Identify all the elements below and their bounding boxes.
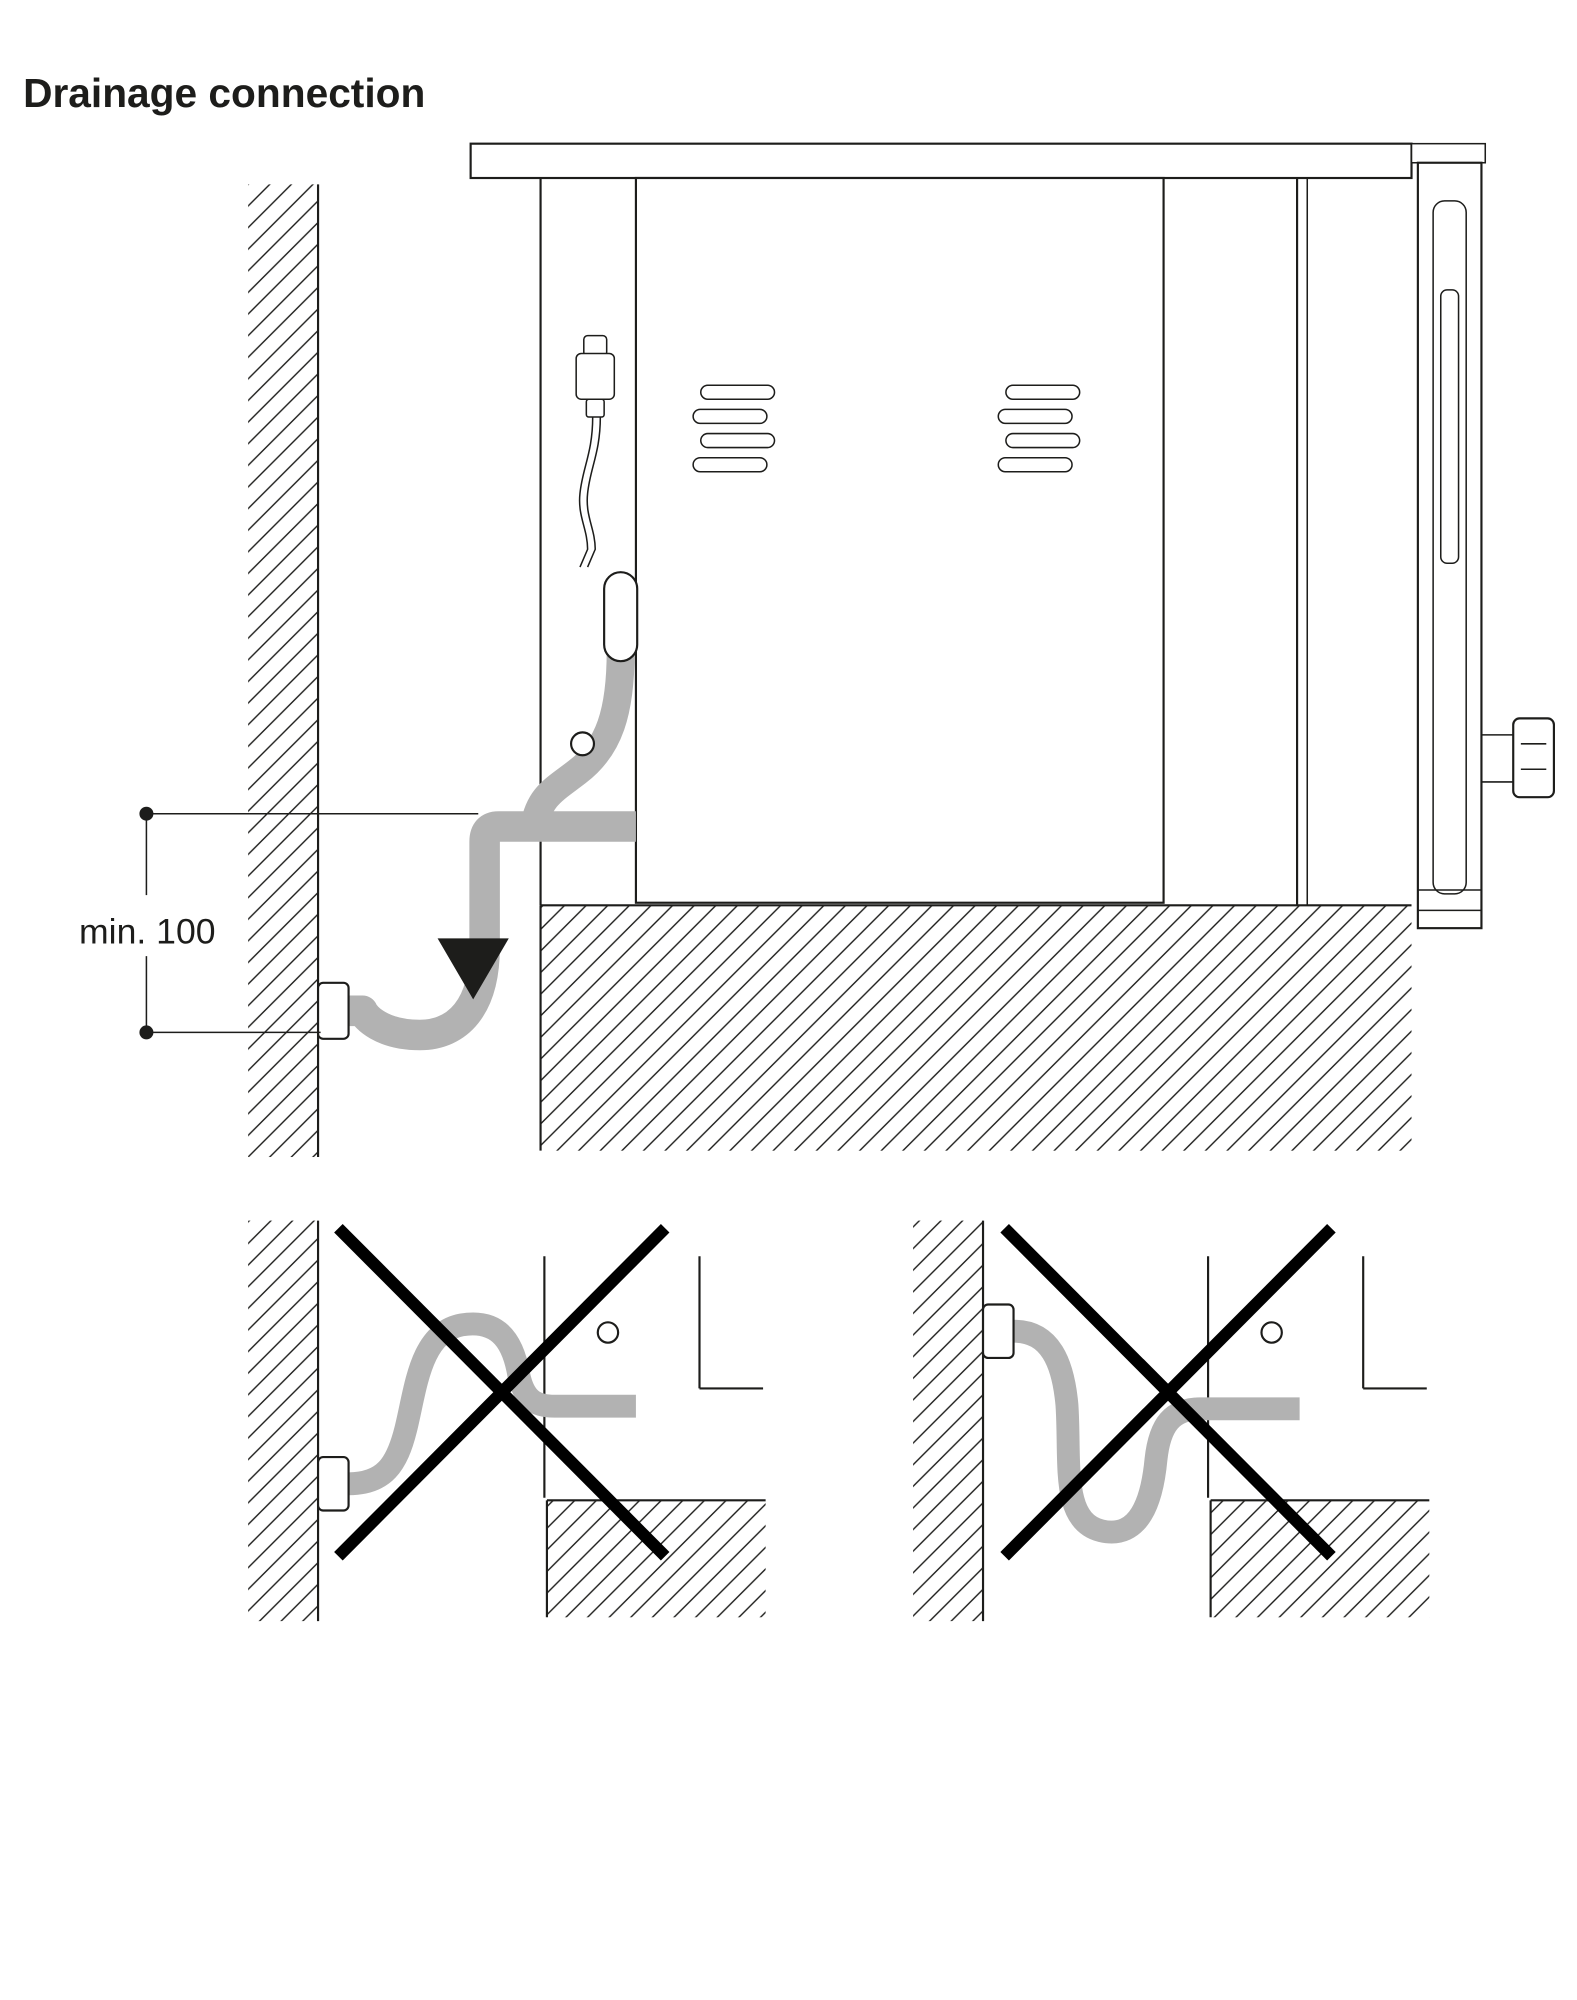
oven-door [1410,142,1555,930]
wall-drain-outlet [316,1456,350,1512]
wall-drain-outlet [981,1303,1015,1359]
wall-hatch [913,1220,984,1622]
oven-body [634,176,1165,904]
base-cabinet-hatch [540,905,1412,1151]
dimension-annotation: min. 100 [79,806,479,1040]
countertop [469,142,1413,180]
wall-hatch [248,1220,319,1622]
fixing-screw [570,731,596,757]
power-plug [575,334,616,568]
wall-hatch [248,184,319,1158]
main-view: min. 100 [79,142,1555,1158]
incorrect-installation-1 [248,1220,766,1622]
fixing-screw [1260,1321,1283,1344]
cabinet-corner-lines [698,1256,764,1390]
drain-connector [603,571,639,663]
fixing-screw [596,1321,620,1344]
door-glass-panel [1432,200,1467,895]
oven-front-frame [1296,178,1309,906]
flow-direction-arrow-icon [437,938,509,1000]
power-cable [578,417,594,568]
wall-drain-outlet [316,981,350,1040]
floor-hatch [1210,1500,1430,1618]
cabinet-corner-lines [1362,1256,1427,1390]
door-handle [1481,717,1555,799]
drain-hose [348,1312,636,1496]
drain-hose [1012,1319,1300,1544]
door-inner-panel [1439,289,1460,565]
drain-hose [346,650,636,1051]
prohibition-cross-icon [1000,1223,1336,1561]
floor-hatch [546,1500,766,1618]
vent-grille-right [997,384,1081,473]
dimension-label: min. 100 [79,911,216,951]
door-slab [1416,161,1483,930]
page-title: Drainage connection [23,70,425,116]
incorrect-installation-2 [913,1220,1430,1622]
prohibition-cross-icon [334,1223,670,1561]
vent-grille-left [692,384,776,473]
